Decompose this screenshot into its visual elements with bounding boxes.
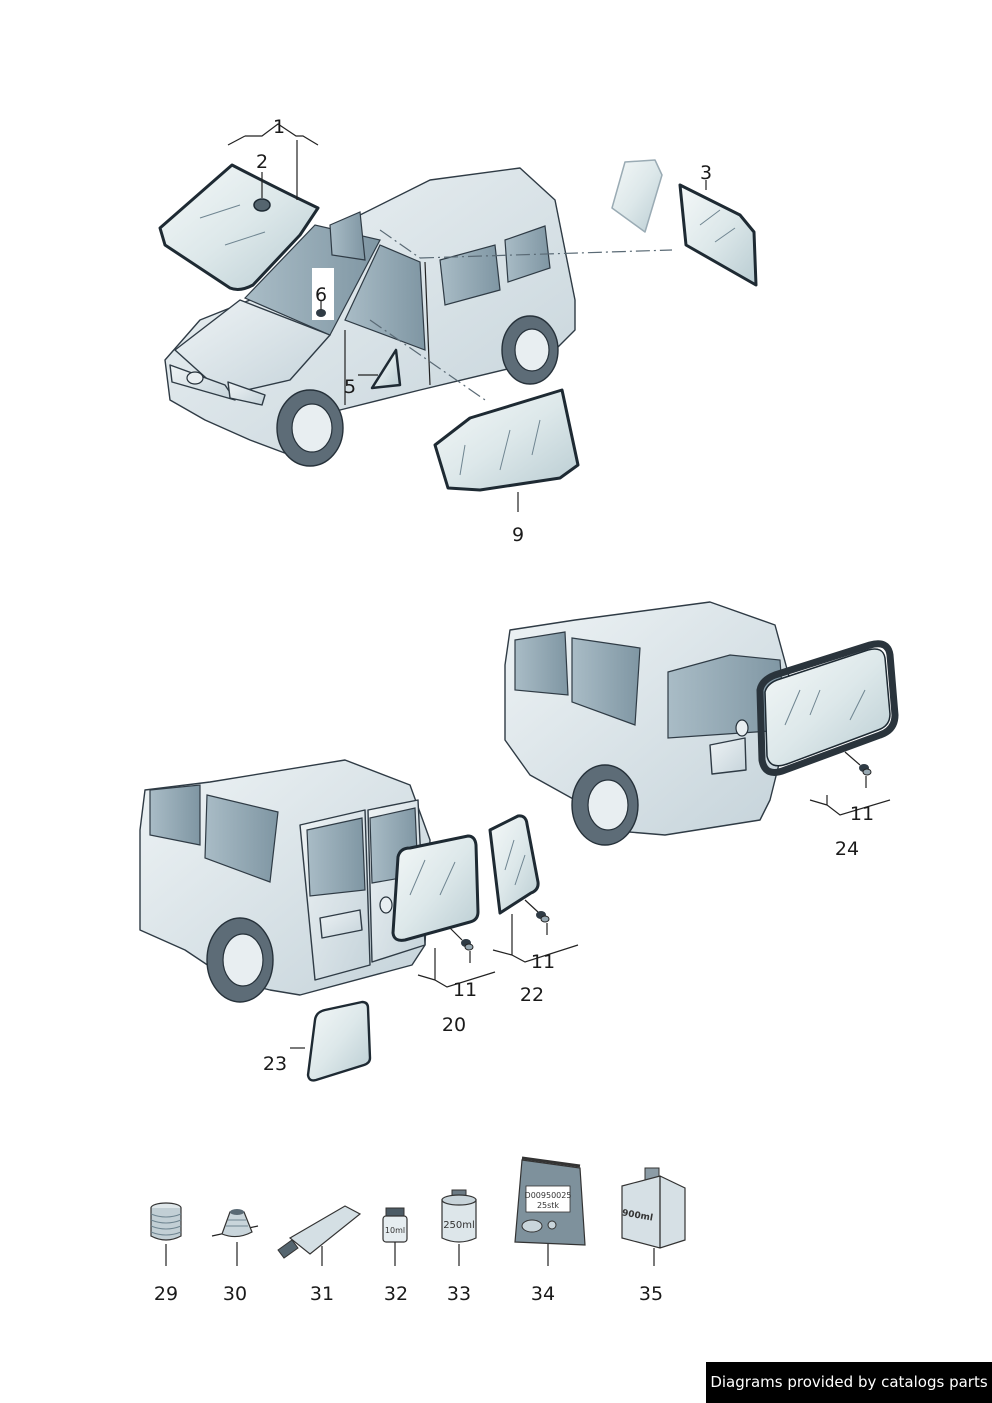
label-11-left-door: 11 — [453, 979, 477, 1001]
label-23: 23 — [263, 1053, 287, 1075]
part-side-window-rear[interactable] — [611, 159, 758, 287]
label-22: 22 — [520, 984, 544, 1006]
label-9: 9 — [512, 524, 524, 546]
part-adhesive-tube[interactable] — [277, 1205, 362, 1266]
label-34: 34 — [531, 1283, 555, 1305]
label-11-hatch: 11 — [850, 803, 874, 825]
footer-credit: Diagrams provided by catalogs parts — [706, 1362, 992, 1403]
bag-label-code: D00950025 — [525, 1191, 572, 1200]
part-mirror-base[interactable] — [312, 268, 334, 320]
label-33: 33 — [447, 1283, 471, 1305]
small-bottle-label: 10ml — [385, 1226, 405, 1235]
part-clip-right-door[interactable] — [524, 899, 550, 935]
part-rear-door-glass-right[interactable] — [488, 814, 540, 915]
label-35: 35 — [639, 1283, 663, 1305]
bag-label-qty: 25stk — [537, 1201, 559, 1210]
part-clip-bag[interactable]: D00950025 25stk — [514, 1156, 586, 1266]
label-24: 24 — [835, 838, 859, 860]
part-clip-left-door[interactable] — [449, 927, 474, 963]
label-31: 31 — [310, 1283, 334, 1305]
label-5: 5 — [344, 376, 356, 398]
label-11-right-door: 11 — [531, 951, 555, 973]
label-2: 2 — [256, 151, 268, 173]
part-coil-spacer[interactable] — [150, 1202, 182, 1266]
part-rear-door-glass-left[interactable] — [391, 834, 480, 942]
part-primer-can[interactable]: 250ml — [441, 1189, 477, 1266]
part-fixed-side-glass[interactable] — [306, 1000, 372, 1082]
part-sliding-door-glass[interactable] — [433, 388, 580, 492]
part-sealing-cone[interactable] — [211, 1209, 259, 1266]
label-1: 1 — [273, 116, 285, 138]
rear-van-doors-illustration — [139, 759, 431, 1003]
label-3: 3 — [700, 162, 712, 184]
label-32: 32 — [384, 1283, 408, 1305]
label-6: 6 — [315, 284, 327, 306]
part-rear-hatch-glass[interactable] — [756, 640, 899, 776]
part-clip-hatch[interactable] — [844, 751, 872, 788]
part-primer-bottle-small[interactable]: 10ml — [382, 1207, 408, 1266]
label-29: 29 — [154, 1283, 178, 1305]
front-van-illustration — [164, 167, 576, 467]
can-label: 250ml — [443, 1220, 475, 1231]
part-windscreen[interactable] — [158, 163, 320, 291]
rear-van-hatch-illustration — [504, 601, 791, 846]
label-30: 30 — [223, 1283, 247, 1305]
part-quarter-glass[interactable] — [370, 348, 402, 390]
part-cleaner-canister[interactable]: 900ml — [621, 1167, 686, 1266]
label-20: 20 — [442, 1014, 466, 1036]
part-rain-sensor[interactable] — [253, 198, 271, 212]
